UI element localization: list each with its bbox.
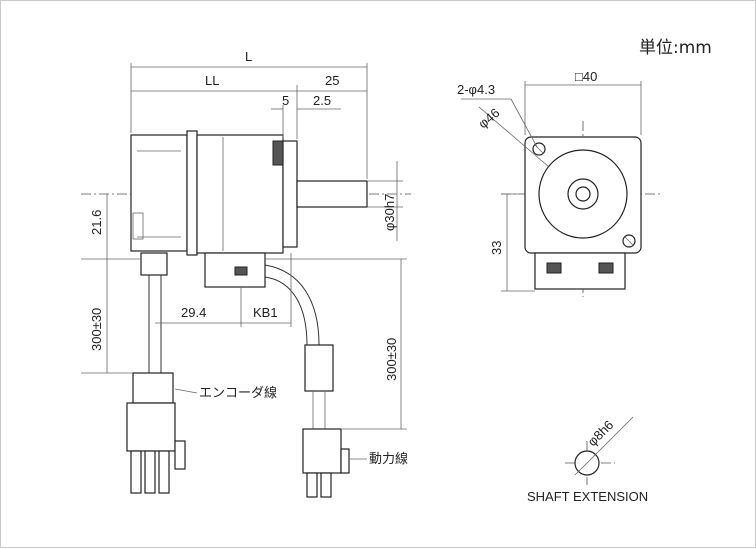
shaft-ext-leader xyxy=(574,416,634,476)
power-cable-upper xyxy=(264,264,320,346)
dim-shaft-ext: φ8h6 xyxy=(585,417,617,449)
dim-21-6: 21.6 xyxy=(89,210,104,235)
power-cable-lower xyxy=(264,276,308,346)
dim-square: □40 xyxy=(575,69,597,84)
power-connector-latch xyxy=(340,448,350,474)
motor-flange xyxy=(282,140,298,248)
front-connector-tab-2 xyxy=(598,262,614,274)
encoder-pin-1 xyxy=(130,450,142,494)
encoder-connector-sleeve xyxy=(132,372,174,404)
front-view: □40 2-φ4.3 φ46 33 xyxy=(457,69,661,297)
motor-rear-cover xyxy=(130,134,188,252)
motor-shaft xyxy=(296,180,368,208)
rear-latch xyxy=(132,212,144,240)
encoder-pin-3 xyxy=(158,450,170,494)
encoder-cable-gland xyxy=(140,252,168,276)
dim-L: L xyxy=(245,49,252,64)
dim-2-5: 2.5 xyxy=(313,93,331,108)
encoder-leader xyxy=(174,388,198,394)
dim-300-left: 300±30 xyxy=(89,308,104,351)
encoder-connector-body xyxy=(126,402,176,452)
dim-shaft-dia: φ30h7 xyxy=(382,194,397,231)
dim-KB1: KB1 xyxy=(253,305,278,320)
shaft-extension: φ8h6 SHAFT EXTENSION xyxy=(527,416,648,504)
dim-25: 25 xyxy=(325,73,339,88)
encoder-pin-2 xyxy=(144,450,156,494)
dim-300-right: 300±30 xyxy=(384,338,399,381)
dim-LL: LL xyxy=(205,73,219,88)
flange-rib-top xyxy=(272,140,284,166)
power-cable-label: 動力線 xyxy=(369,451,408,466)
encoder-cable-label: エンコーダ線 xyxy=(199,385,277,400)
dim-5: 5 xyxy=(282,93,289,108)
dim-33: 33 xyxy=(489,241,504,255)
dim-holes: 2-φ4.3 xyxy=(457,82,495,97)
power-connector-body xyxy=(302,428,342,474)
holes-leader-d xyxy=(510,98,538,148)
motor-ring xyxy=(186,130,198,256)
unit-label: 単位:mm xyxy=(639,38,712,58)
mount-hole-2-cross xyxy=(624,236,634,246)
pcd-leader xyxy=(478,106,550,168)
power-pin-2 xyxy=(320,472,332,498)
front-shaft xyxy=(575,186,591,202)
front-connector-tab-1 xyxy=(546,262,562,274)
power-pin-1 xyxy=(306,472,318,498)
motor-main-body xyxy=(196,134,284,254)
encoder-connector-latch xyxy=(174,440,186,470)
power-cable-sleeve xyxy=(304,344,334,392)
side-view: L LL 25 5 2.5 φ30h7 21.6 300±30 29.4 KB1 xyxy=(81,49,411,498)
shaft-extension-title: SHAFT EXTENSION xyxy=(527,489,648,504)
dim-29-4: 29.4 xyxy=(181,305,206,320)
connector-tab xyxy=(234,266,248,276)
dim-pcd: φ46 xyxy=(475,105,502,131)
